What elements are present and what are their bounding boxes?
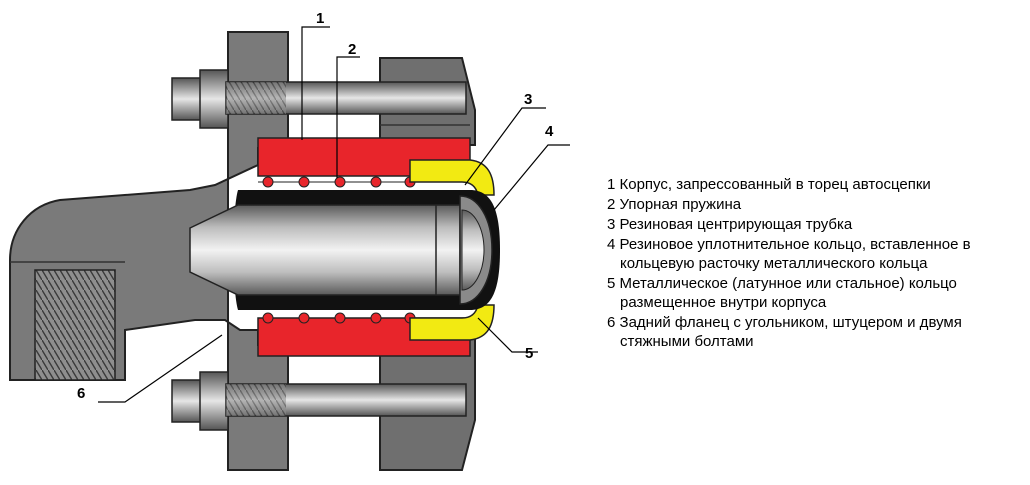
central-pipe	[189, 204, 461, 296]
legend-text: 5 Металлическое (латунное или стальное) …	[607, 275, 957, 292]
leader-lines	[98, 26, 570, 403]
legend-item-1: 1 Корпус, запрессованный в торец автосце…	[607, 175, 1027, 194]
legend-text: 2 Упорная пружина	[607, 196, 742, 213]
legend-item-4: 4 Резиновое уплотнительное кольцо, встав…	[607, 235, 1027, 273]
callout-2: 2	[348, 41, 356, 58]
rear-flange	[9, 31, 289, 471]
coupler-cross-section-diagram: 1 2 3 4 5 6	[9, 10, 570, 471]
legend-item-3: 3 Резиновая центрирующая трубка	[607, 215, 1027, 234]
legend-text: 3 Резиновая центрирующая трубка	[607, 216, 853, 233]
callout-4: 4	[545, 123, 554, 140]
legend-text-continued: стяжными болтами	[620, 333, 754, 350]
legend-text: 1 Корпус, запрессованный в торец автосце…	[607, 176, 931, 193]
legend-text-continued: кольцевую расточку металлического кольца	[620, 255, 928, 272]
callout-3: 3	[524, 91, 532, 108]
lower-bolt	[171, 371, 467, 431]
callout-5: 5	[525, 345, 533, 362]
legend-text-continued: размещенное внутри корпуса	[620, 294, 827, 311]
metal-ring	[459, 195, 493, 305]
upper-bolt	[171, 69, 467, 129]
callout-6: 6	[77, 385, 85, 402]
parts-legend: 1 Корпус, запрессованный в торец автосце…	[607, 175, 1027, 352]
legend-text: 6 Задний фланец с угольником, штуцером и…	[607, 314, 962, 331]
legend-item-5: 5 Металлическое (латунное или стальное) …	[607, 274, 1027, 312]
legend-item-2: 2 Упорная пружина	[607, 195, 1027, 214]
legend-text: 4 Резиновое уплотнительное кольцо, встав…	[607, 236, 971, 253]
legend-item-6: 6 Задний фланец с угольником, штуцером и…	[607, 313, 1027, 351]
callout-1: 1	[316, 10, 324, 27]
